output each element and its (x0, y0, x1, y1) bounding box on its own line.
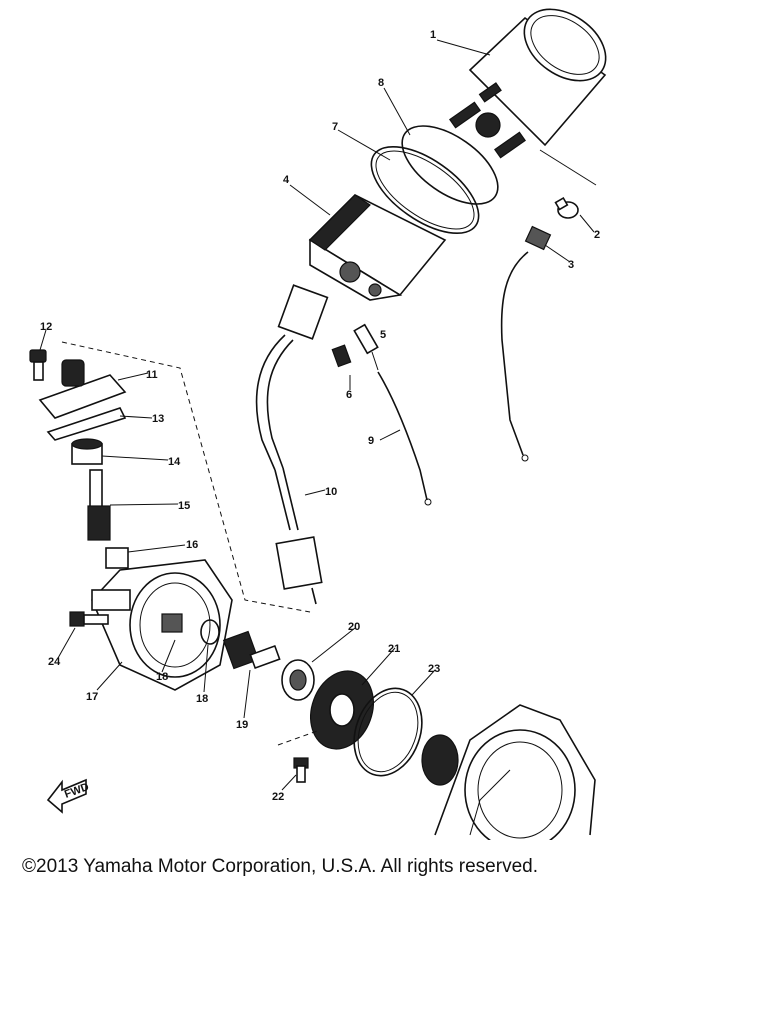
callout-16: 16 (186, 539, 198, 551)
callout-17: 17 (86, 691, 98, 703)
callout-7: 7 (332, 121, 338, 133)
part-speedometer-cable (255, 284, 329, 605)
part-gear-shaft-15 (87, 469, 111, 541)
part-drive-gear-19 (222, 630, 281, 670)
callout-15: 15 (178, 500, 190, 512)
callout-labels: 1 2 3 4 5 6 7 8 9 10 11 12 13 14 15 16 1… (40, 29, 600, 803)
part-o-ring-23 (353, 687, 423, 777)
callout-1: 1 (430, 29, 436, 41)
callout-21: 21 (388, 643, 400, 655)
part-5 (353, 323, 379, 371)
part-gasket-7 (370, 145, 480, 235)
callout-18a: 18 (156, 671, 168, 683)
part-bushing-16 (105, 547, 129, 569)
callout-3: 3 (568, 259, 574, 271)
callout-20: 20 (348, 621, 360, 633)
callout-9: 9 (368, 435, 374, 447)
part-seal-20 (281, 659, 315, 701)
part-bushing-14 (71, 438, 103, 465)
part-wire-9 (377, 371, 428, 501)
callout-8: 8 (378, 77, 384, 89)
callout-12: 12 (40, 321, 52, 333)
part-washer-18 (200, 619, 220, 645)
callout-19: 19 (236, 719, 248, 731)
part-gasket-13 (46, 407, 127, 441)
part-meter-housing (449, 8, 607, 159)
forward-arrow-icon: FWD (46, 778, 91, 814)
callout-5: 5 (380, 329, 386, 341)
callout-4: 4 (283, 174, 290, 186)
callout-11: 11 (146, 369, 158, 381)
part-screw-22 (293, 757, 309, 783)
part-flange-11 (38, 359, 127, 419)
part-bolt-12 (29, 349, 47, 381)
part-meter-case (308, 194, 447, 301)
callout-24: 24 (48, 656, 61, 668)
callout-18b: 18 (196, 693, 208, 705)
callout-6: 6 (346, 389, 352, 401)
part-gasket-8 (401, 125, 499, 205)
part-bulb-socket (500, 225, 552, 462)
callout-2: 2 (594, 229, 600, 241)
callout-10: 10 (325, 486, 337, 498)
part-crankcase-cover (421, 704, 596, 840)
part-bulb (554, 196, 579, 219)
callout-14: 14 (168, 456, 181, 468)
part-6 (331, 344, 352, 368)
copyright-notice: ©2013 Yamaha Motor Corporation, U.S.A. A… (22, 856, 538, 877)
callout-13: 13 (152, 413, 164, 425)
part-bolt-24 (69, 611, 109, 627)
leader-lines (39, 39, 597, 791)
callout-22: 22 (272, 791, 284, 803)
part-plate-21 (310, 670, 374, 750)
callout-23: 23 (428, 663, 440, 675)
parts-diagram: FWD 1 2 3 4 5 6 7 8 (29, 8, 607, 840)
part-gear-housing-17 (91, 559, 233, 691)
